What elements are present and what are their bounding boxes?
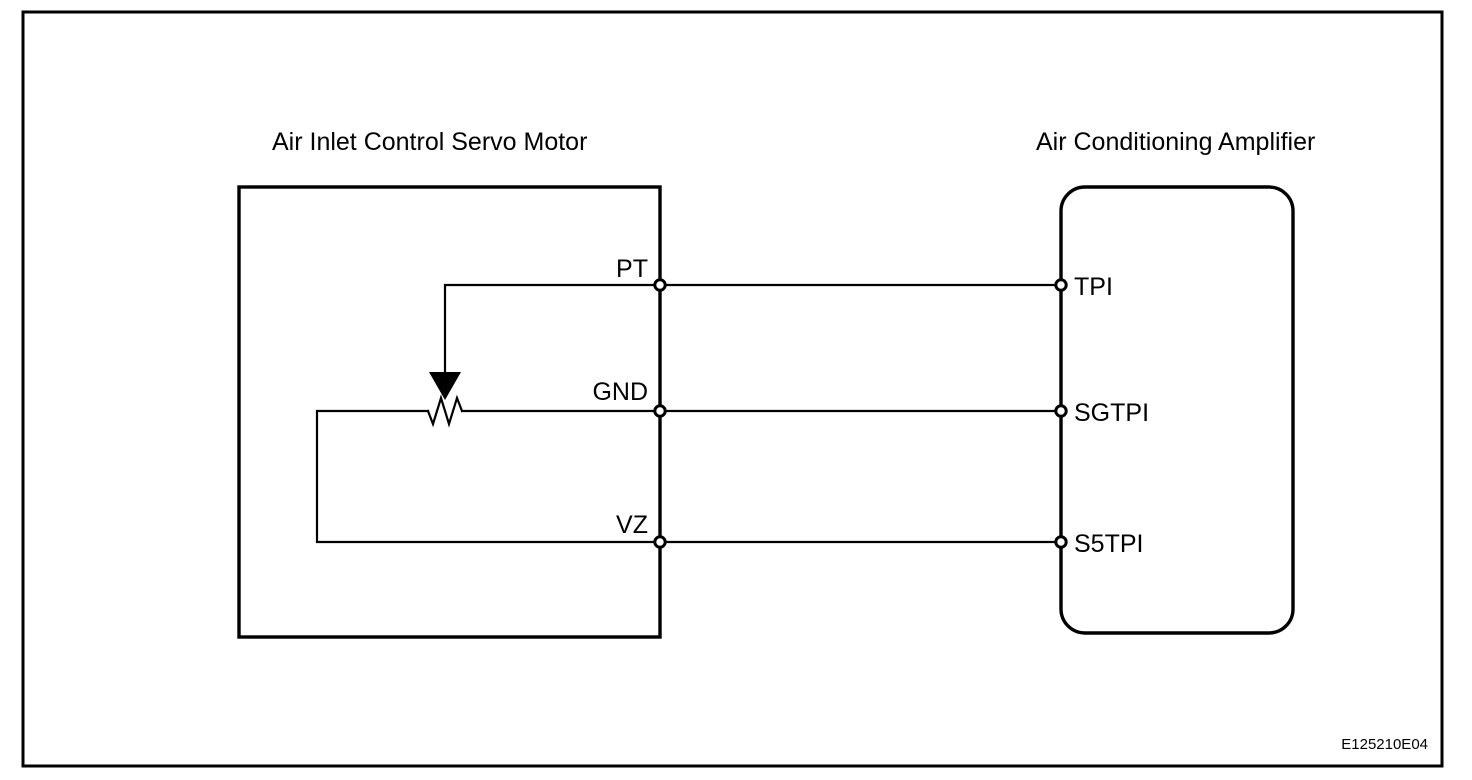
amplifier-title: Air Conditioning Amplifier: [1036, 128, 1315, 156]
pin-label-s5tpi: S5TPI: [1074, 530, 1143, 558]
terminal-node-pt: [653, 278, 667, 292]
potentiometer-wiper-arrow-icon: [429, 372, 461, 400]
pin-label-pt: PT: [616, 255, 648, 283]
terminal-node-gnd: [653, 404, 667, 418]
pin-label-vz: VZ: [616, 511, 648, 539]
pin-label-sgtpi: SGTPI: [1074, 399, 1149, 427]
terminal-node-s5tpi: [1054, 535, 1068, 549]
wire-pt-internal-to-wiper: [443, 283, 662, 377]
terminal-node-tpi: [1054, 278, 1068, 292]
pin-label-gnd: GND: [592, 378, 648, 406]
wire-vz-internal-loop: [315, 409, 662, 544]
pin-label-tpi: TPI: [1074, 273, 1113, 301]
diagram-reference-code: E125210E04: [1341, 736, 1428, 753]
servo-motor-title: Air Inlet Control Servo Motor: [272, 128, 587, 156]
terminal-node-sgtpi: [1054, 404, 1068, 418]
potentiometer-resistor-icon: [426, 394, 464, 428]
terminal-node-vz: [653, 535, 667, 549]
outer-frame-border: [21, 10, 1444, 768]
